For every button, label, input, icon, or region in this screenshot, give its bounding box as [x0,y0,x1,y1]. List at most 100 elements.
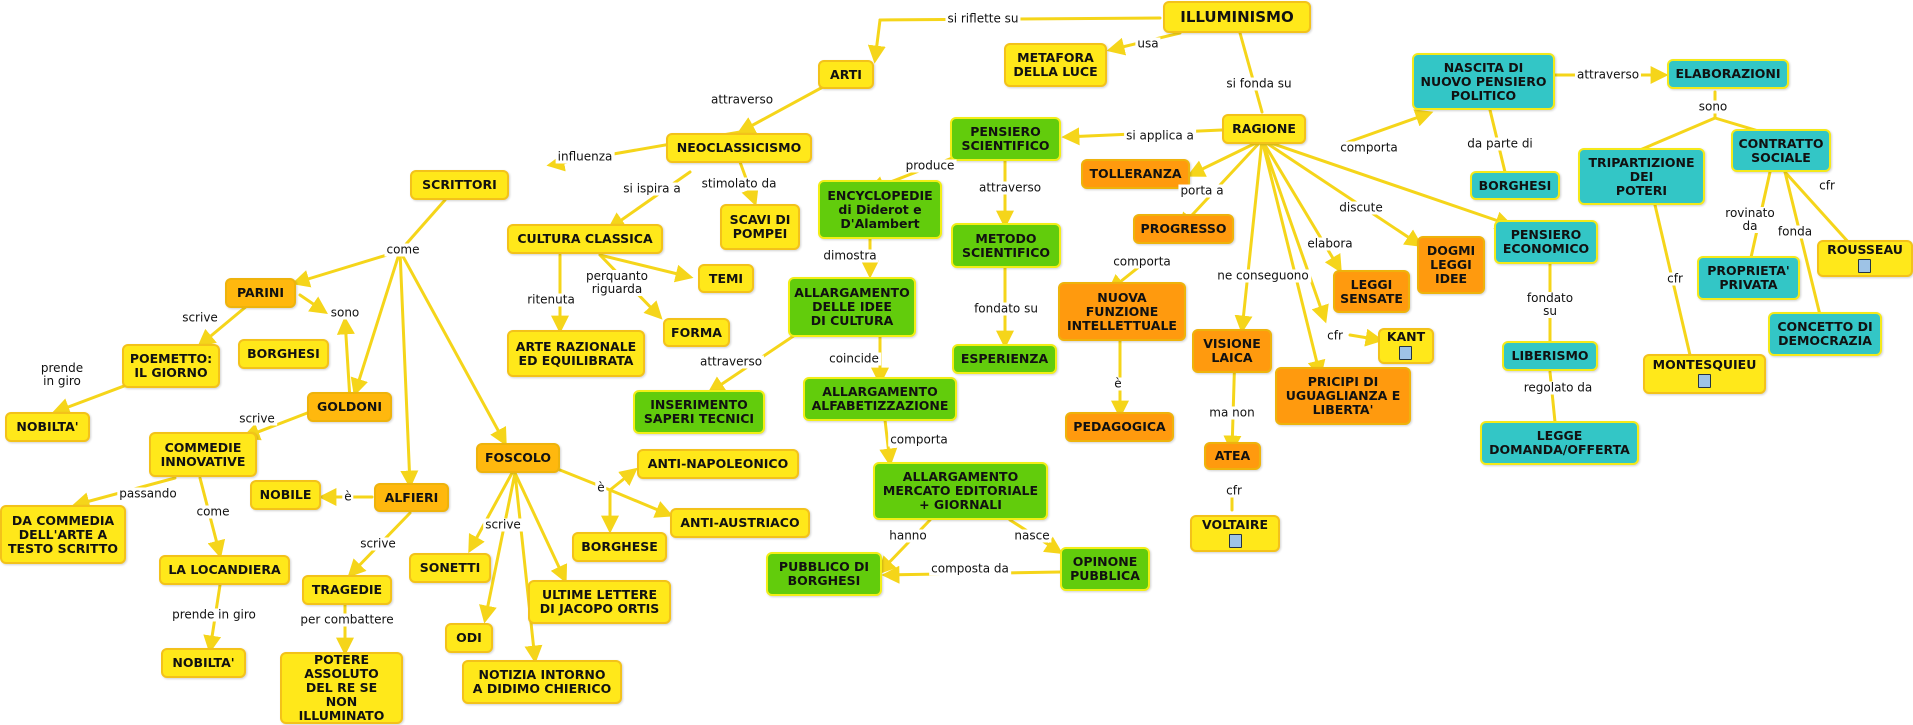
node-leggi-sensate[interactable]: LEGGI SENSATE [1333,270,1410,313]
node-anti-napoleonico[interactable]: ANTI-NAPOLEONICO [637,449,799,479]
node-alfabetizzazione[interactable]: ALLARGAMENTO ALFABETIZZAZIONE [803,377,957,421]
node-encyclopedie[interactable]: ENCYCLOPEDIE di Diderot e D'Alambert [818,180,942,239]
link-label: si fonda su [1224,76,1294,91]
link-label: dimostra [821,248,879,263]
node-nascita[interactable]: NASCITA DI NUOVO PENSIERO POLITICO [1412,53,1555,110]
node-metodo[interactable]: METODO SCIENTIFICO [951,223,1061,268]
node-temi[interactable]: TEMI [698,264,754,293]
node-potere[interactable]: POTERE ASSOLUTO DEL RE SE NON ILLUMINATO [280,652,403,724]
link-label: si applica a [1124,128,1196,143]
node-mercato[interactable]: ALLARGAMENTO MERCATO EDITORIALE + GIORNA… [873,462,1048,520]
node-pubblico[interactable]: PUBBLICO DI BORGHESI [766,552,882,596]
node-anti-austriaco[interactable]: ANTI-AUSTRIACO [670,508,810,538]
document-icon[interactable] [1858,258,1872,273]
node-pricipi-label: PRICIPI DI UGUAGLIANZA E LIBERTA' [1285,374,1401,417]
node-forma[interactable]: FORMA [663,318,730,347]
node-pedagogica-label: PEDAGOGICA [1073,419,1166,434]
link-label: ritenuta [525,292,577,307]
node-arti[interactable]: ARTI [818,60,874,89]
node-arte-razionale-label: ARTE RAZIONALE ED EQUILIBRATA [515,338,637,368]
node-pensiero-scientifico[interactable]: PENSIERO SCIENTIFICO [950,117,1061,161]
node-arte-razionale[interactable]: ARTE RAZIONALE ED EQUILIBRATA [507,330,645,377]
node-da-commedia[interactable]: DA COMMEDIA DELL'ARTE A TESTO SCRITTO [0,505,126,564]
node-scrittori-label: SCRITTORI [422,177,497,192]
node-dogmi-label: DOGMI LEGGI IDEE [1426,243,1476,286]
node-commedie[interactable]: COMMEDIE INNOVATIVE [149,432,257,477]
node-pricipi[interactable]: PRICIPI DI UGUAGLIANZA E LIBERTA' [1275,367,1411,425]
link-label: cfr [1817,178,1837,193]
node-inserimento[interactable]: INSERIMENTO SAPERI TECNICI [633,390,765,434]
node-montesquieu-label: MONTESQUIEU [1652,357,1757,372]
node-tripartizione[interactable]: TRIPARTIZIONE DEI POTERI [1578,148,1705,205]
node-progresso[interactable]: PROGRESSO [1133,214,1234,244]
link-label: sono [328,305,362,320]
node-tolleranza[interactable]: TOLLERANZA [1081,159,1190,189]
node-illuminismo[interactable]: ILLUMINISMO [1163,1,1311,33]
link-label: ne conseguono [1215,268,1311,283]
node-neoclassicismo[interactable]: NEOCLASSICISMO [666,133,812,163]
node-alfieri[interactable]: ALFIERI [374,483,449,512]
node-borghesi-1[interactable]: BORGHESI [238,339,329,369]
node-ultime-lettere[interactable]: ULTIME LETTERE DI JACOPO ORTIS [528,580,671,624]
node-potere-label: POTERE ASSOLUTO DEL RE SE NON ILLUMINATO [298,652,385,723]
link-label: porta a [1178,183,1226,198]
node-atea[interactable]: ATEA [1204,442,1261,470]
node-nuova-funzione[interactable]: NUOVA FUNZIONE INTELLETTUALE [1058,282,1186,341]
node-encyclopedie-label: ENCYCLOPEDIE di Diderot e D'Alambert [827,187,933,231]
link-label: prende in giro [38,361,86,388]
node-parini[interactable]: PARINI [225,278,296,308]
node-kant[interactable]: KANT [1378,328,1434,364]
node-nobilta-1[interactable]: NOBILTA' [5,412,90,442]
node-ragione[interactable]: RAGIONE [1222,114,1306,144]
node-poemetto-label: POEMETTO: IL GIORNO [129,351,213,380]
node-goldoni[interactable]: GOLDONI [307,392,392,422]
node-borghese[interactable]: BORGHESE [572,532,667,562]
node-tragedie-label: TRAGEDIE [311,582,383,597]
node-tripartizione-label: TRIPARTIZIONE DEI POTERI [1588,154,1695,198]
node-borghesi-2[interactable]: BORGHESI [1470,171,1560,200]
node-foscolo[interactable]: FOSCOLO [476,443,560,473]
node-nobilta-2[interactable]: NOBILTA' [161,648,246,678]
node-esperienza[interactable]: ESPERIENZA [952,344,1057,374]
node-legge-domanda-label: LEGGE DOMANDA/OFFERTA [1489,428,1630,457]
document-icon[interactable] [1399,346,1413,360]
link-label: attraverso [976,180,1044,195]
node-liberismo-label: LIBERISMO [1511,348,1589,363]
node-montesquieu[interactable]: MONTESQUIEU [1643,354,1766,394]
node-liberismo[interactable]: LIBERISMO [1502,341,1598,371]
node-temi-label: TEMI [708,270,744,286]
node-voltaire[interactable]: VOLTAIRE [1190,515,1280,552]
node-contratto[interactable]: CONTRATTO SOCIALE [1731,129,1831,172]
node-opinione[interactable]: OPINONE PUBBLICA [1060,547,1150,591]
document-icon[interactable] [1698,374,1711,388]
node-dogmi[interactable]: DOGMI LEGGI IDEE [1417,236,1485,294]
node-rousseau[interactable]: ROUSSEAU [1817,240,1913,277]
node-da-commedia-label: DA COMMEDIA DELL'ARTE A TESTO SCRITTO [8,512,118,556]
link-label: attraverso [1574,67,1642,82]
node-borghesi-1-label: BORGHESI [247,346,320,361]
node-kant-label: KANT [1386,329,1426,344]
node-scrittori[interactable]: SCRITTORI [410,170,509,200]
node-elaborazioni[interactable]: ELABORAZIONI [1667,59,1789,89]
node-metafora[interactable]: METAFORA DELLA LUCE [1004,43,1107,87]
node-notizia[interactable]: NOTIZIA INTORNO A DIDIMO CHIERICO [462,660,622,704]
node-visione-laica[interactable]: VISIONE LAICA [1192,329,1272,373]
node-scavi-label: SCAVI DI POMPEI [729,212,791,241]
node-rousseau-label: ROUSSEAU [1827,241,1903,257]
node-pedagogica[interactable]: PEDAGOGICA [1065,412,1174,442]
node-legge-domanda[interactable]: LEGGE DOMANDA/OFFERTA [1480,421,1639,465]
node-sonetti[interactable]: SONETTI [409,553,491,583]
node-allargamento-idee[interactable]: ALLARGAMENTO DELLE IDEE DI CULTURA [788,277,916,337]
node-odi[interactable]: ODI [445,623,493,653]
node-la-locandiera[interactable]: LA LOCANDIERA [159,555,290,585]
node-proprieta[interactable]: PROPRIETA' PRIVATA [1697,256,1800,300]
node-nobile[interactable]: NOBILE [250,480,321,510]
node-pensiero-economico[interactable]: PENSIERO ECONOMICO [1494,220,1598,264]
node-tragedie[interactable]: TRAGEDIE [302,575,392,605]
node-scavi[interactable]: SCAVI DI POMPEI [720,204,800,250]
node-ragione-label: RAGIONE [1232,121,1296,136]
document-icon[interactable] [1228,533,1242,548]
node-concetto[interactable]: CONCETTO DI DEMOCRAZIA [1768,312,1882,356]
node-cultura-classica[interactable]: CULTURA CLASSICA [507,224,663,254]
node-poemetto[interactable]: POEMETTO: IL GIORNO [122,344,220,388]
